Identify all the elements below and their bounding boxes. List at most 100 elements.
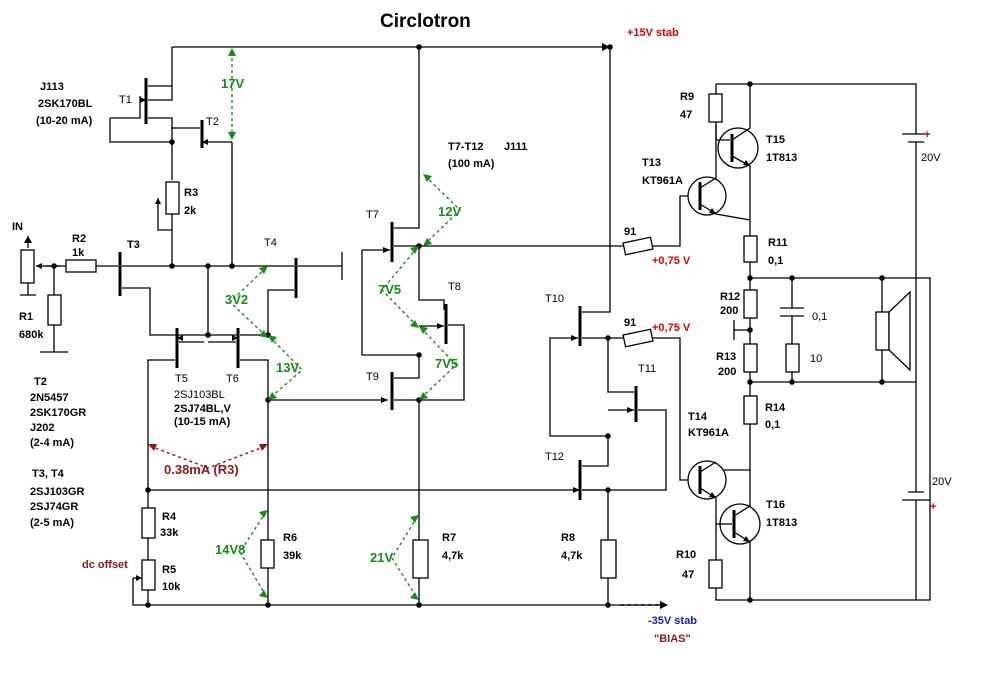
t4-label: T4 <box>264 237 277 249</box>
t3-jfet <box>118 142 268 336</box>
t10-jfet <box>549 47 624 437</box>
r7 <box>412 539 429 605</box>
battery-lower <box>902 382 930 600</box>
t6-label: T6 <box>226 373 239 385</box>
r4-label: R4 <box>162 511 177 523</box>
r1-label: R1 <box>19 311 33 323</box>
r5-value: 10k <box>162 581 181 593</box>
r8-label: R8 <box>561 532 575 544</box>
r3 <box>155 181 180 266</box>
r12-label: R12 <box>720 291 740 303</box>
r5-label: R5 <box>162 564 176 576</box>
t712-note: T7-T12 J111 (100 mA) <box>448 141 527 170</box>
t1-jfet <box>109 78 173 143</box>
t56-line-a: 2SJ103BL <box>174 389 225 401</box>
t8-label: T8 <box>448 281 461 293</box>
t34-note: T3, T4 2SJ103GR 2SJ74GR (2-5 mA) <box>30 468 84 529</box>
r10 <box>708 559 750 601</box>
pos-rail-label: +15V stab <box>627 27 679 39</box>
r6 <box>260 539 275 605</box>
t4-jfet <box>267 252 343 335</box>
r91-lower <box>622 328 698 481</box>
r91-lower-label: 91 <box>624 317 636 329</box>
t14-type: KT961A <box>688 427 729 439</box>
bias-voltage-lower: +0,75 V <box>652 322 691 334</box>
t2-note-d: J202 <box>30 422 54 434</box>
r4-value: 33k <box>160 527 179 539</box>
t9-jfet <box>390 355 422 540</box>
t2-note-e: (2-4 mA) <box>30 437 74 449</box>
t1-label: T1 <box>119 94 132 106</box>
v13-label: 13V <box>276 360 299 375</box>
positive-rail <box>148 43 613 87</box>
r10-value: 47 <box>682 569 694 581</box>
t8-jfet <box>416 243 465 401</box>
r3-label: R3 <box>184 187 198 199</box>
r2 <box>54 259 118 273</box>
diagram-title: Circlotron <box>380 11 471 32</box>
j113-line-a: J113 <box>40 81 64 93</box>
bias-line <box>148 397 578 491</box>
t56-line-c: (10-15 mA) <box>174 416 231 428</box>
dc-offset-label: dc offset <box>82 559 128 571</box>
j113-note: J113 2SK170BL (10-20 mA) <box>36 81 93 127</box>
r6-value: 39k <box>283 550 302 562</box>
r11 <box>743 235 758 290</box>
t15-label: T15 <box>766 134 785 146</box>
r7-label: R7 <box>442 532 456 544</box>
battery-upper-plus: + <box>924 129 930 141</box>
r13-value: 200 <box>718 366 736 378</box>
t13-type: KT961A <box>642 175 683 187</box>
r91-upper-label: 91 <box>624 226 636 238</box>
t712-line-b: J111 <box>504 141 527 153</box>
v7v5a-label: 7V5 <box>378 282 401 297</box>
v13-arrow <box>268 335 304 400</box>
r11-value: 0,1 <box>768 255 783 267</box>
t11-jfet <box>582 338 667 491</box>
t14-bjt <box>687 460 727 560</box>
v14v8-label: 14V8 <box>215 542 245 557</box>
v14v8-arrow <box>239 510 268 598</box>
t2-note-a: T2 <box>34 376 47 388</box>
v3v2-arrow <box>228 266 268 338</box>
t10-label: T10 <box>545 293 564 305</box>
t34-note-b: 2SJ103GR <box>30 486 84 498</box>
t7-label: T7 <box>366 209 379 221</box>
r11-label: R11 <box>768 237 788 249</box>
r3-value: 2k <box>184 205 197 217</box>
t56-note: 2SJ103BL 2SJ74BL,V (10-15 mA) <box>174 389 232 428</box>
bias-voltage-upper: +0,75 V <box>652 255 691 267</box>
t15-bjt <box>715 84 759 236</box>
j113-line-c: (10-20 mA) <box>36 115 93 127</box>
v7v5b-label: 7V5 <box>435 356 458 371</box>
battery-lower-plus: + <box>930 501 936 513</box>
t13-label: T13 <box>642 157 661 169</box>
r2-value: 1k <box>72 247 85 259</box>
v17-label: 17V <box>221 76 244 91</box>
v7v5a-arrow <box>381 246 419 328</box>
r9 <box>708 81 917 140</box>
t2-note-c: 2SK170GR <box>30 407 86 419</box>
r14-value: 0,1 <box>765 419 780 431</box>
t12-jfet <box>573 436 611 540</box>
r8 <box>600 539 617 605</box>
r6-label: R6 <box>283 532 297 544</box>
input-pot <box>20 236 60 296</box>
r9-value: 47 <box>680 109 692 121</box>
t12-label: T12 <box>545 451 564 463</box>
t5-label: T5 <box>175 373 188 385</box>
t11-label: T11 <box>638 363 656 375</box>
r13-label: R13 <box>716 351 736 363</box>
r14 <box>716 382 758 471</box>
j113-line-b: 2SK170BL <box>38 98 93 110</box>
input-label: IN <box>12 221 23 233</box>
r14-label: R14 <box>765 402 786 414</box>
t34-note-c: 2SJ74GR <box>30 501 78 513</box>
r9-label: R9 <box>680 91 694 103</box>
t9-label: T9 <box>366 371 379 383</box>
r2-label: R2 <box>72 233 86 245</box>
battery-lower-voltage: 20V <box>932 476 952 488</box>
t3-label: T3 <box>127 239 140 251</box>
v12-label: 12V <box>438 204 461 219</box>
